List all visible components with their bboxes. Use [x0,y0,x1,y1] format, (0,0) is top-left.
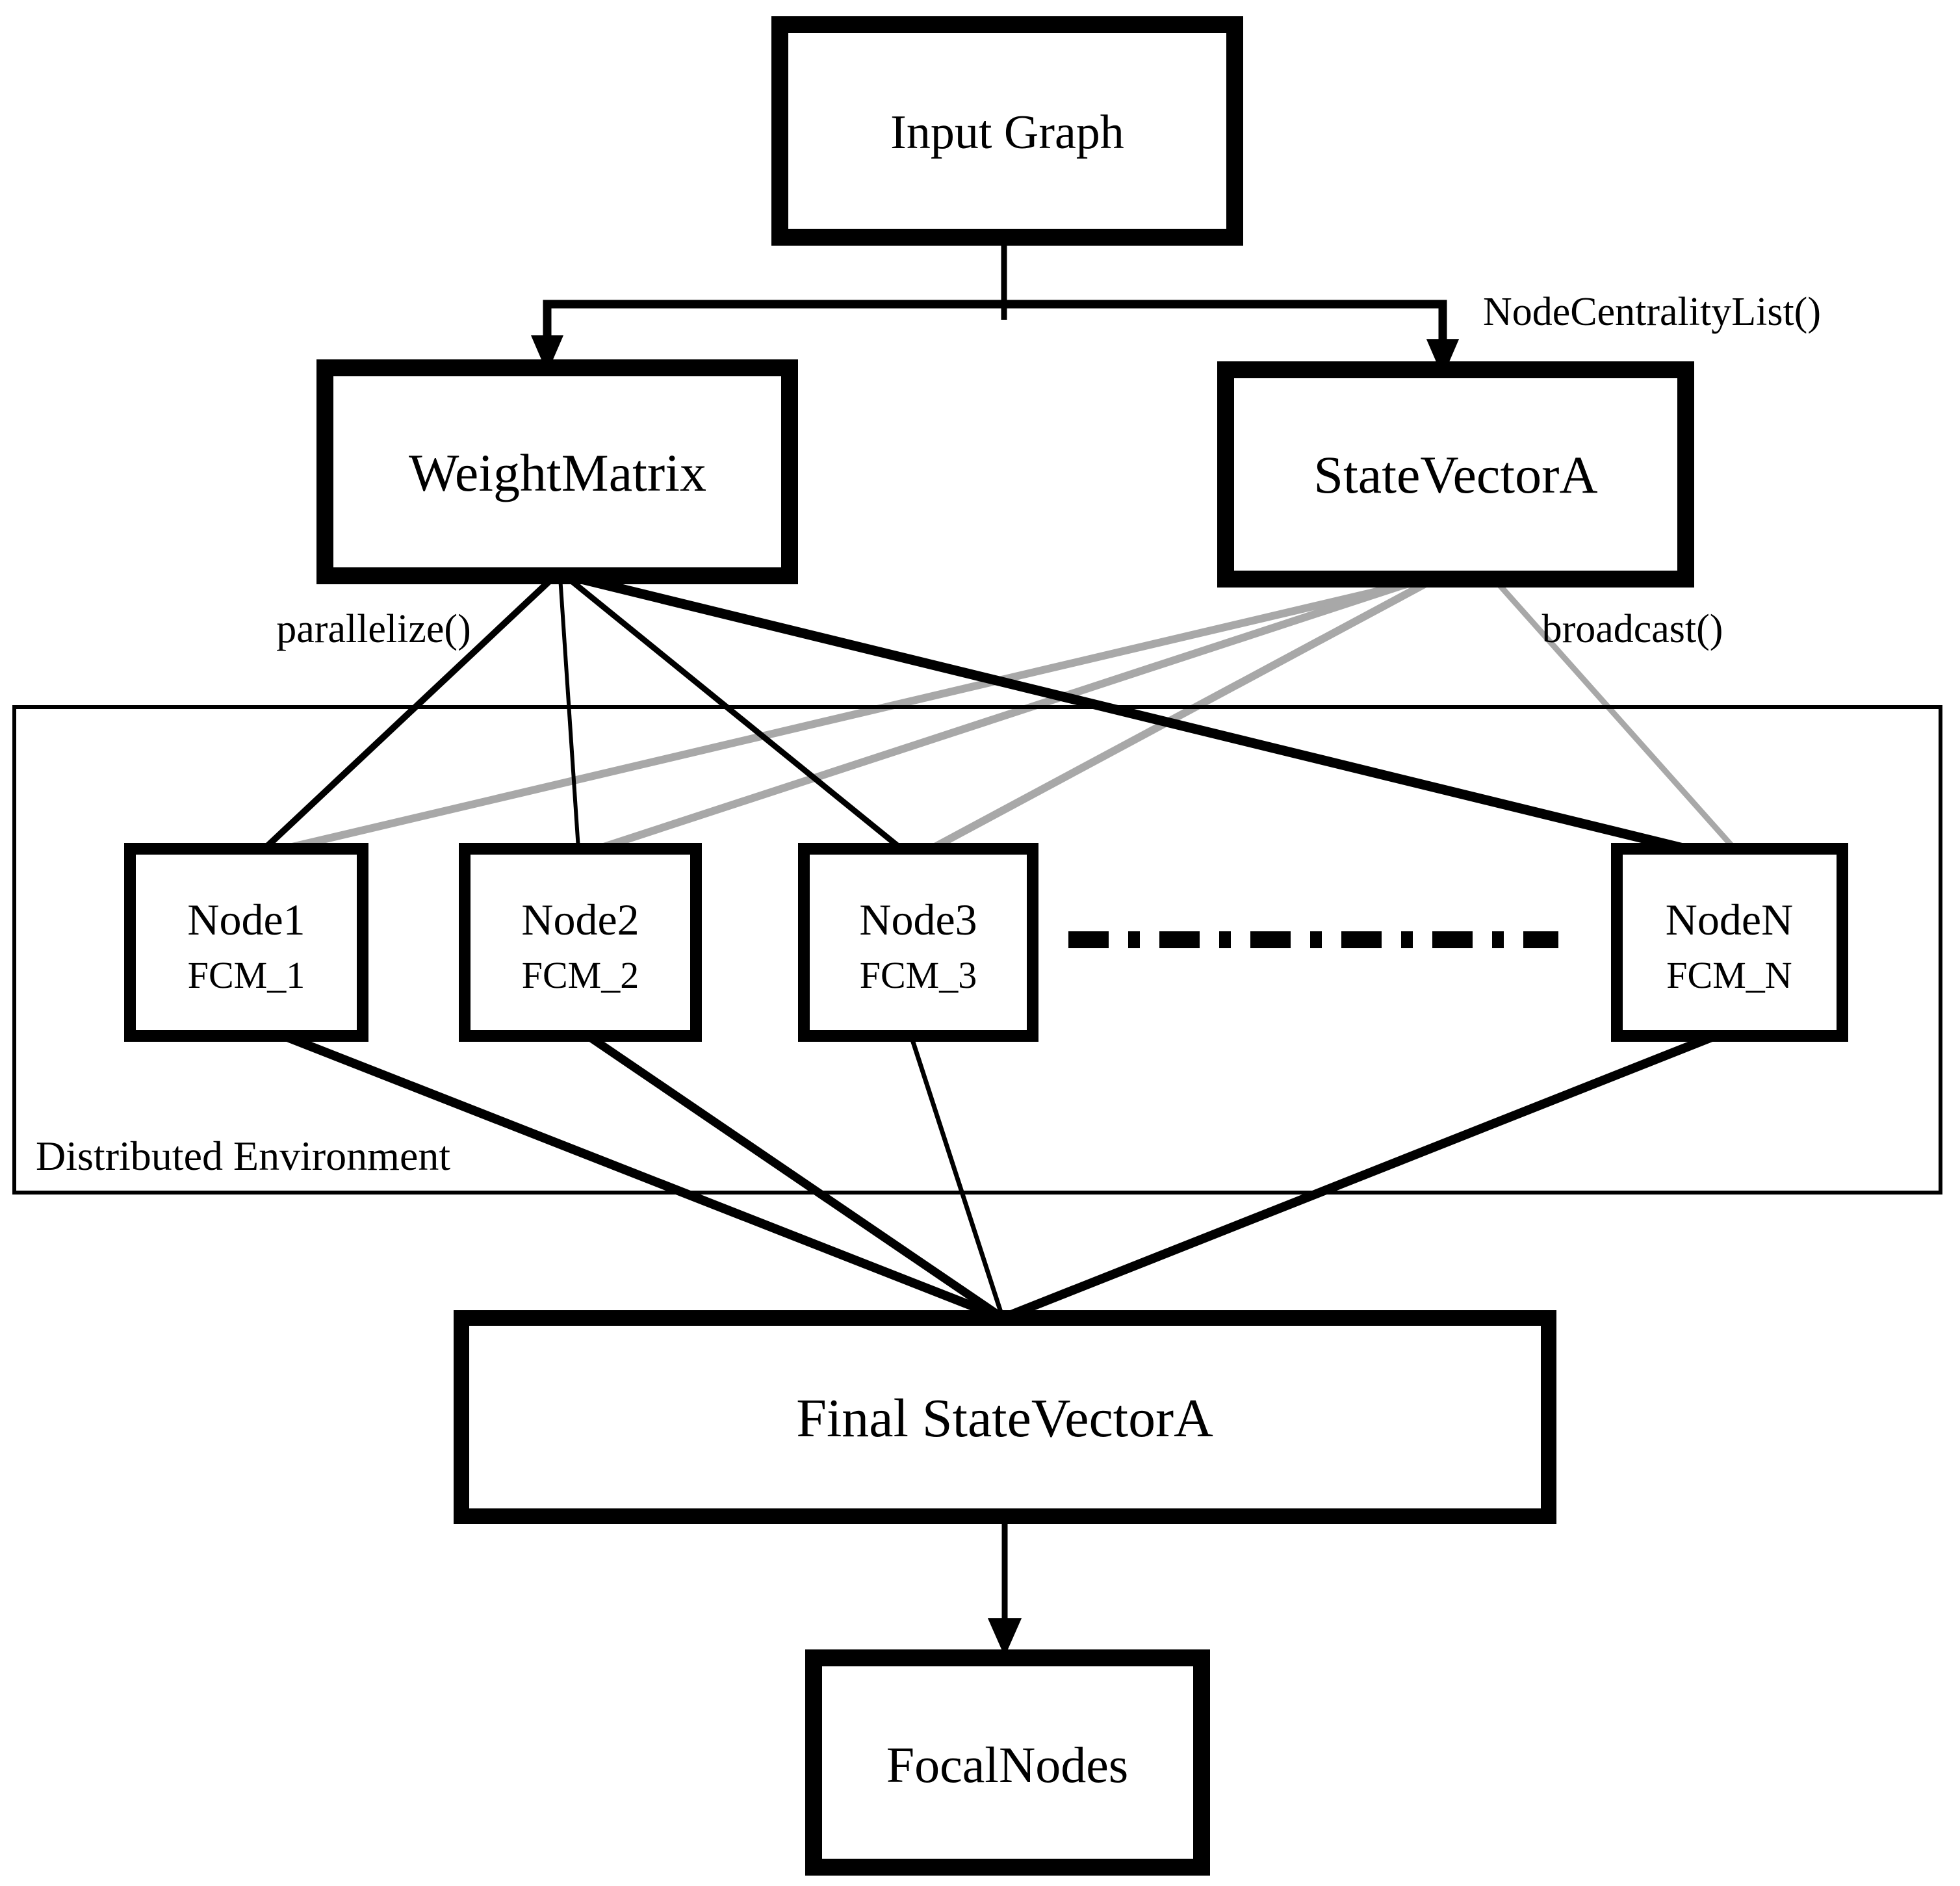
edge-weightmatrix-node2 [558,576,580,849]
noden-box [1611,843,1848,1042]
edge-weightmatrix-node1 [262,575,556,851]
noden-sublabel: FCM_N [1666,954,1792,996]
node3-box [798,843,1038,1042]
node1-box [124,843,368,1042]
distributed-environment-label: Distributed Environment [36,1133,450,1179]
node1-sublabel: FCM_1 [188,954,305,996]
edges-nodes-to-final [282,1031,1717,1323]
arrowhead-into-weightmatrix [531,335,563,373]
state-vector-a-label: StateVectorA [1313,445,1597,504]
edges-statevectora-broadcast [283,576,1737,853]
node3-sublabel: FCM_3 [860,954,977,996]
state-vector-a-box [1217,361,1694,588]
weight-matrix-label: WeightMatrix [409,443,706,502]
edge-statevectora-node2 [597,576,1421,853]
edge-split-rail [543,300,1447,356]
node2-label: Node2 [521,895,639,944]
distributed-environment-box [12,705,1942,1195]
distributed-environment-group: Distributed Environment [12,705,1942,1195]
input-graph-box [771,16,1243,246]
edge-noden-final [1001,1031,1717,1323]
noden-label: NodeN [1666,895,1793,944]
edge-statevectora-node1 [283,576,1428,853]
focal-nodes-label: FocalNodes [886,1737,1129,1793]
arrowhead-into-focalnodes [988,1618,1022,1657]
node2-sublabel: FCM_2 [522,954,639,996]
edge-weightmatrix-node3 [565,575,903,851]
state-vector-a-group: StateVectorA [1217,361,1694,588]
edge-statevectora-noden [1492,578,1737,851]
node1-label: Node1 [187,895,305,944]
edge-final-to-focalnodes [988,1516,1022,1657]
worker-node-n: NodeN FCM_N [1611,843,1848,1042]
edge-input-graph-split [531,236,1459,377]
weight-matrix-group: WeightMatrix [316,359,798,584]
node3-label: Node3 [859,895,977,944]
parallelize-label: parallelize() [276,607,471,651]
worker-node-2: Node2 FCM_2 [459,843,702,1042]
worker-node-1: Node1 FCM_1 [124,843,368,1042]
input-graph-label: Input Graph [890,106,1124,159]
input-graph-group: Input Graph [771,16,1243,246]
focal-nodes-box [805,1649,1210,1876]
node2-box [459,843,702,1042]
worker-node-3: Node3 FCM_3 [798,843,1038,1042]
node-centrality-list-label: NodeCentralityList() [1483,290,1821,334]
edge-statevectora-node3 [929,576,1435,853]
edge-node2-final [586,1032,1005,1322]
focal-nodes-group: FocalNodes [805,1649,1210,1876]
edges-weightmatrix-parallelize [262,572,1687,854]
edge-weightmatrix-noden [572,572,1687,854]
final-state-vector-a-box [454,1310,1556,1524]
final-state-vector-a-group: Final StateVectorA [454,1310,1556,1524]
broadcast-label: broadcast() [1542,607,1723,651]
edge-node1-final [282,1031,1005,1323]
final-state-vector-a-label: Final StateVectorA [796,1388,1213,1449]
weight-matrix-box [316,359,798,584]
edge-node3-final [909,1035,1005,1319]
arrowhead-into-statevectora [1426,339,1459,377]
